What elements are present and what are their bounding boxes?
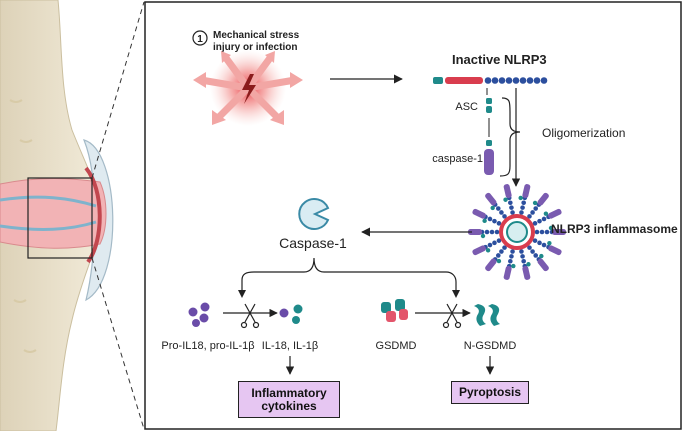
nlrp3-inflammasome-icon [468, 184, 566, 280]
n-gsdmd-icon [474, 304, 500, 326]
scissors-icon [240, 303, 260, 329]
inflammatory-cytokines-box: Inflammatory cytokines [238, 381, 340, 418]
pyroptosis-box: Pyroptosis [451, 381, 529, 404]
pyroptosis-label: Pyroptosis [458, 385, 521, 399]
asc-icon [486, 98, 492, 113]
inactive-nlrp3-title: Inactive NLRP3 [452, 52, 547, 67]
caspase1-label: Caspase-1 [279, 235, 347, 251]
il-molecules-icon [279, 304, 303, 324]
asc-label: ASC [455, 101, 478, 113]
pro-il-molecules-icon [188, 302, 210, 327]
gsdmd-icon [381, 299, 408, 322]
il-label: IL-18, IL-1β [262, 340, 318, 352]
step-marker: 1 [192, 30, 208, 46]
scissors-icon-2 [442, 303, 462, 329]
stress-burst-icon [193, 50, 303, 126]
joint-illustration [0, 0, 145, 431]
n-gsdmd-label: N-GSDMD [464, 340, 517, 352]
caspase1-small-icon [484, 140, 494, 175]
step-text-line1: Mechanical stress [213, 30, 300, 41]
zoom-region-box [27, 177, 93, 259]
pro-il-label: Pro-IL18, pro-IL-1β [161, 340, 254, 352]
caspase1-small-label: caspase-1 [432, 153, 483, 165]
lightning-icon [242, 74, 256, 104]
gsdmd-label: GSDMD [376, 340, 417, 352]
step-number: 1 [197, 34, 203, 45]
branch-connector [241, 257, 457, 292]
inflammasome-label: NLRP3 inflammasome [551, 222, 678, 236]
oligomerization-label: Oligomerization [542, 126, 625, 140]
caspase1-enzyme-icon [298, 198, 330, 230]
step-text-line2: injury or infection [213, 42, 297, 53]
nlrp3-protein-icon [433, 77, 548, 84]
cytokines-line1: Inflammatory [251, 385, 327, 400]
grouping-bracket [499, 97, 521, 177]
cytokines-line2: cytokines [261, 398, 317, 413]
